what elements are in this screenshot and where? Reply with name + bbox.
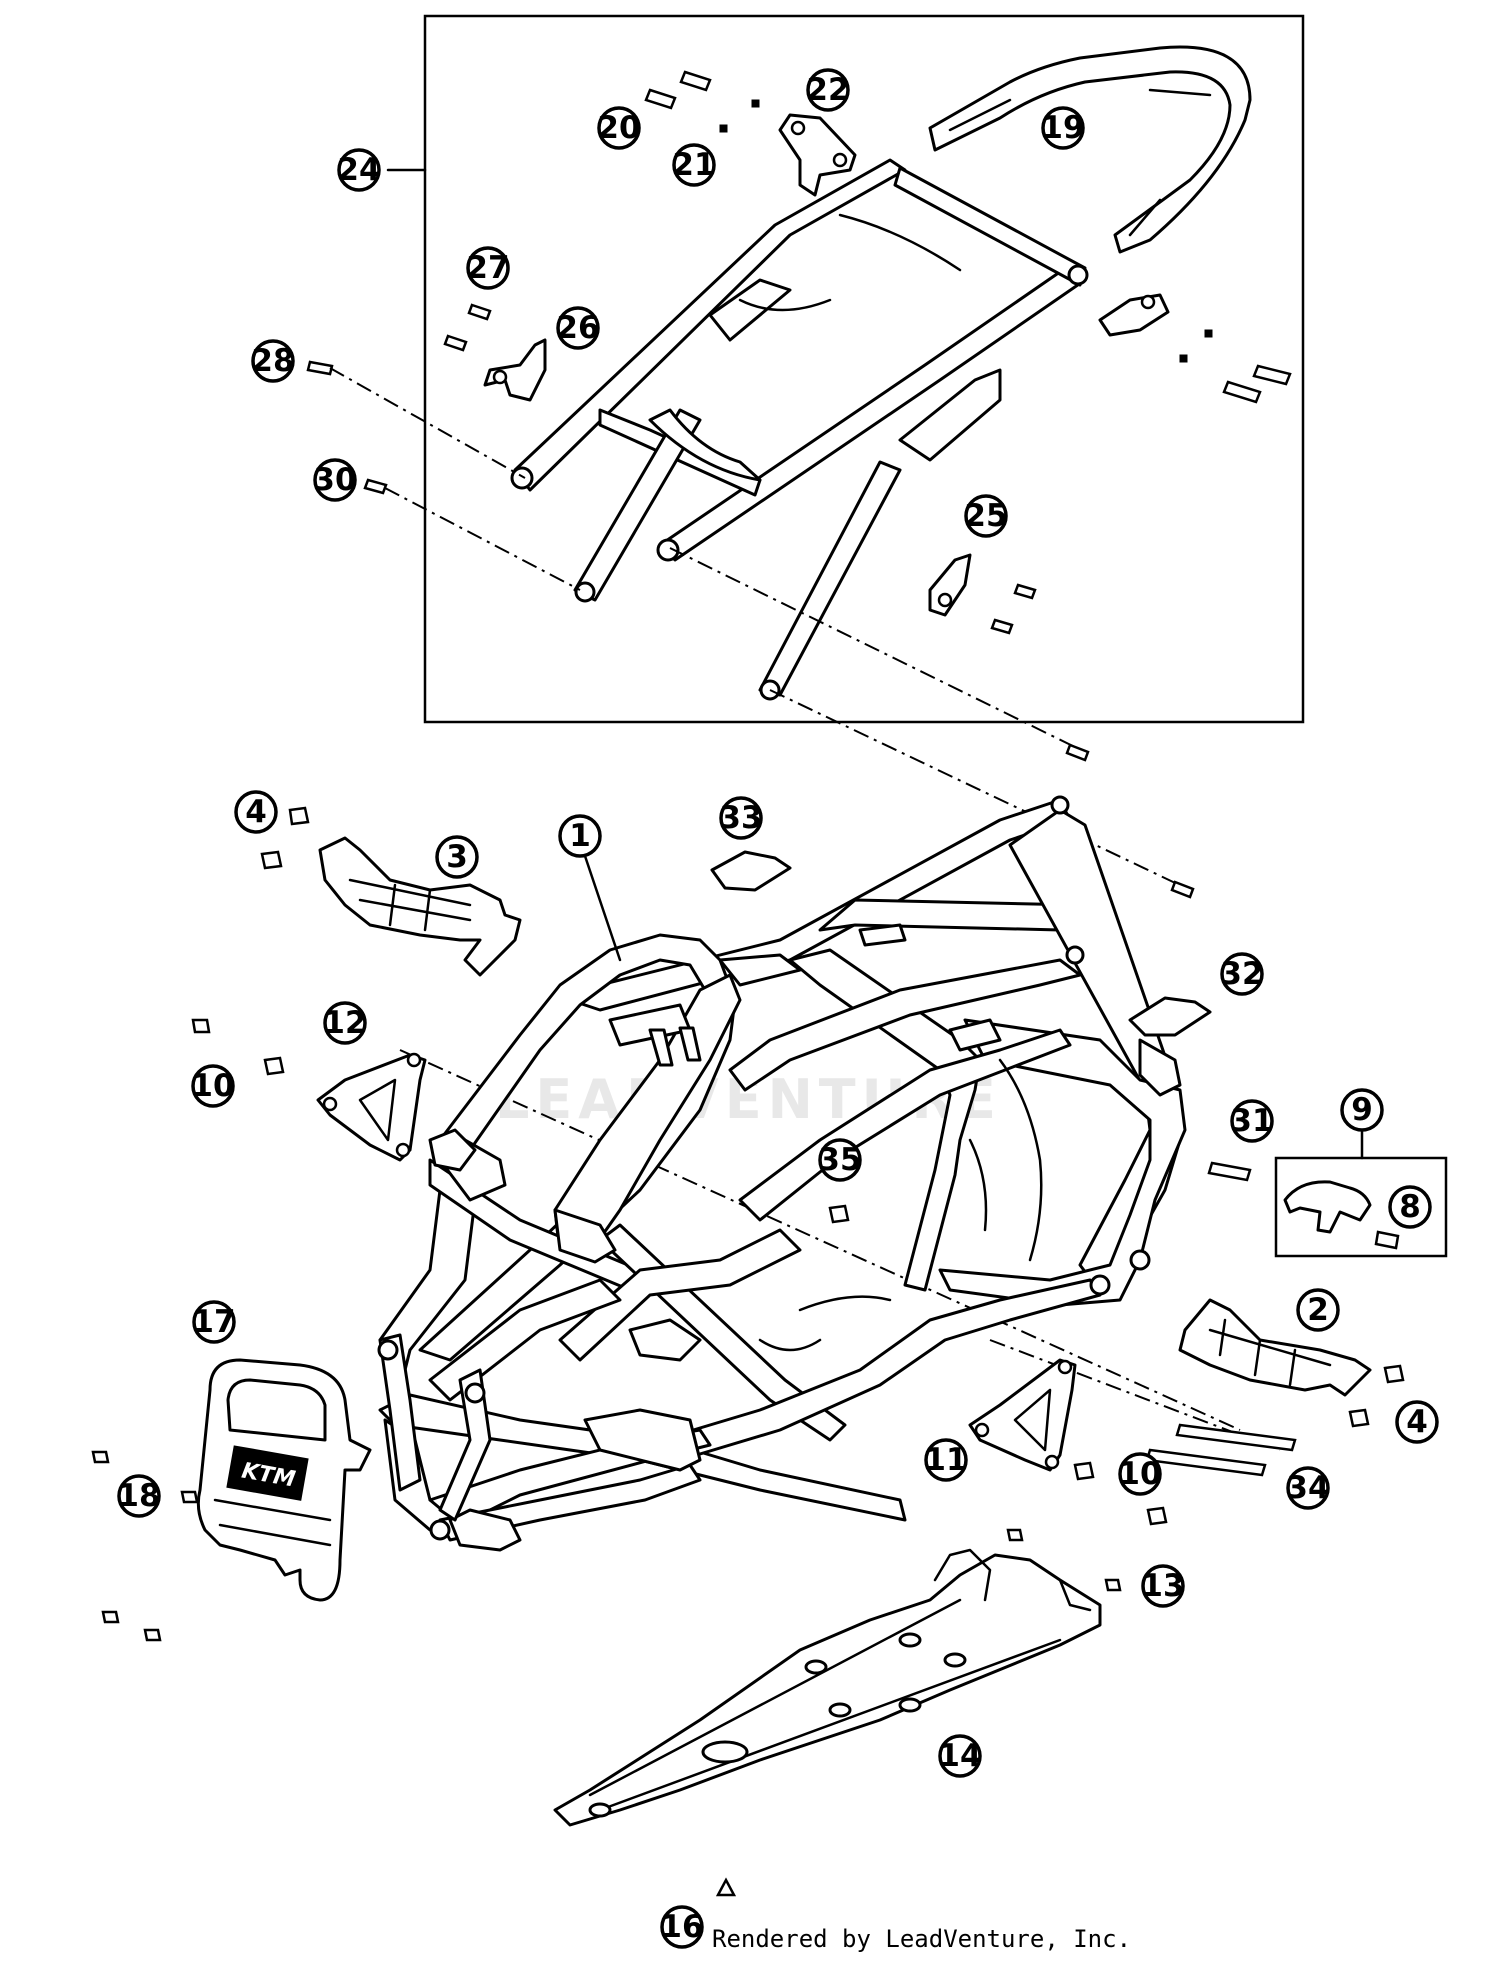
bracket-25 <box>928 553 972 617</box>
svg-text:14: 14 <box>938 1738 981 1774</box>
svg-text:22: 22 <box>806 72 849 108</box>
callout-8: 8 <box>1388 1185 1432 1229</box>
front-guard-17: KTM <box>196 1358 372 1602</box>
callout-14: 14 <box>938 1734 982 1778</box>
callout-27: 27 <box>466 246 510 290</box>
leader-28-line <box>329 367 526 479</box>
ktm-logo-plate <box>226 1445 309 1501</box>
callout-35: 35 <box>818 1138 862 1182</box>
bracket-22 <box>778 113 857 197</box>
bracket-26 <box>483 338 547 402</box>
callout-25: 25 <box>964 494 1008 538</box>
skid-plate-14 <box>553 1548 1102 1827</box>
align-line-a <box>669 547 1086 753</box>
callout-34: 34 <box>1286 1466 1330 1510</box>
svg-text:24: 24 <box>337 152 380 188</box>
svg-text:33: 33 <box>719 800 762 836</box>
frame-bolts <box>91 806 1405 1897</box>
main-frame <box>377 795 1187 1552</box>
callout-1: 1 <box>558 814 622 962</box>
svg-text:4: 4 <box>245 794 267 830</box>
callout-4-top: 4 <box>234 790 278 834</box>
svg-text:26: 26 <box>556 310 599 346</box>
svg-text:1: 1 <box>569 818 591 854</box>
svg-text:13: 13 <box>1141 1568 1184 1604</box>
svg-text:3: 3 <box>446 839 468 875</box>
callout-33: 33 <box>719 796 763 840</box>
pad-32 <box>1128 996 1212 1037</box>
leader-30-line <box>384 487 581 591</box>
callout-3: 3 <box>435 835 479 879</box>
svg-text:10: 10 <box>191 1068 234 1104</box>
callout-10-left: 10 <box>191 1064 235 1108</box>
subframe-bolts <box>306 70 1292 635</box>
svg-text:19: 19 <box>1041 110 1084 146</box>
footrest-2 <box>1178 1298 1372 1397</box>
callout-10-right: 10 <box>1118 1452 1162 1496</box>
callout-11: 11 <box>924 1438 968 1482</box>
callout-21: 21 <box>672 143 716 187</box>
callout-22: 22 <box>806 68 850 112</box>
callout-9: 9 <box>1340 1088 1384 1132</box>
callout-16: 16 <box>660 1905 704 1949</box>
svg-text:11: 11 <box>924 1442 967 1478</box>
callout-18: 18 <box>117 1474 161 1518</box>
grab-handle <box>928 45 1252 254</box>
svg-text:21: 21 <box>672 147 715 183</box>
gusset-plate-11 <box>968 1358 1077 1472</box>
svg-text:8: 8 <box>1399 1189 1421 1225</box>
subframe-clamp <box>1098 293 1170 337</box>
part-8-assembly <box>1283 1180 1400 1250</box>
svg-text:10: 10 <box>1118 1456 1161 1492</box>
align-line-b <box>769 689 1191 891</box>
callout-24: 24 <box>337 148 381 192</box>
svg-text:20: 20 <box>597 110 640 146</box>
callout-4-bottom: 4 <box>1395 1400 1439 1444</box>
gusset-plate-12 <box>316 1052 427 1162</box>
svg-text:35: 35 <box>818 1142 861 1178</box>
svg-text:17: 17 <box>192 1304 235 1340</box>
svg-text:12: 12 <box>323 1005 366 1041</box>
rear-subframe <box>510 158 1089 701</box>
svg-text:9: 9 <box>1351 1092 1373 1128</box>
align-line-c <box>399 1049 1241 1431</box>
subframe-kit-box <box>423 14 1305 724</box>
callout-12: 12 <box>323 1001 367 1045</box>
pad-33 <box>710 850 792 892</box>
svg-text:25: 25 <box>964 498 1007 534</box>
svg-text:27: 27 <box>466 250 509 286</box>
loose-bolts <box>1065 743 1195 899</box>
callout-31: 31 <box>1230 1099 1274 1143</box>
callout-19: 19 <box>1041 106 1085 150</box>
callout-13: 13 <box>1141 1564 1185 1608</box>
svg-text:18: 18 <box>117 1478 160 1514</box>
callout-17: 17 <box>192 1300 236 1344</box>
callout-30: 30 <box>313 458 357 502</box>
svg-text:30: 30 <box>313 462 356 498</box>
footrest-3 <box>318 836 522 977</box>
svg-text:4: 4 <box>1406 1404 1428 1440</box>
callout-2: 2 <box>1296 1288 1340 1332</box>
svg-text:32: 32 <box>1220 956 1263 992</box>
svg-text:34: 34 <box>1286 1470 1329 1506</box>
callout-26: 26 <box>556 306 600 350</box>
callout-20: 20 <box>597 106 641 150</box>
svg-text:2: 2 <box>1307 1292 1329 1328</box>
svg-text:31: 31 <box>1230 1103 1273 1139</box>
render-credit: Rendered by LeadVenture, Inc. <box>712 1925 1132 1953</box>
callout-32: 32 <box>1220 952 1264 996</box>
svg-text:28: 28 <box>251 343 294 379</box>
svg-text:16: 16 <box>660 1909 703 1945</box>
callout-28: 28 <box>251 339 295 383</box>
